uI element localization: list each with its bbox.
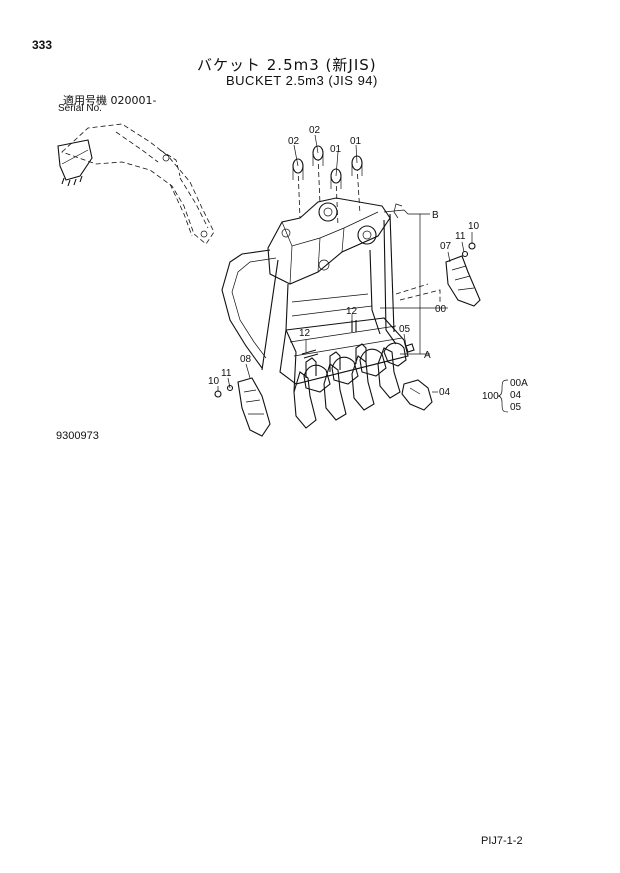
page-code: PIJ7-1-2 bbox=[481, 835, 523, 847]
excavator-thumbnail bbox=[57, 123, 215, 245]
page-title-en: BUCKET 2.5m3 (JIS 94) bbox=[226, 73, 378, 88]
teeth-parts bbox=[293, 342, 433, 429]
callout-10-right: 10 bbox=[468, 221, 480, 232]
callout-00: 00 bbox=[435, 304, 447, 315]
kit-item-04: 04 bbox=[510, 390, 522, 401]
callout-12-left: 12 bbox=[299, 328, 311, 339]
callout-ref-b: B bbox=[432, 210, 439, 221]
callout-01-right: 01 bbox=[350, 136, 362, 147]
callout-02-right: 02 bbox=[309, 125, 321, 136]
callout-08: 08 bbox=[240, 354, 252, 365]
callout-labels: 02 02 01 01 B 10 11 07 00 12 12 05 A 08 … bbox=[208, 125, 528, 413]
bucket-assembly bbox=[221, 197, 409, 393]
callout-01-left: 01 bbox=[330, 144, 342, 155]
callout-ref-a: A bbox=[424, 350, 431, 361]
callout-10-left: 10 bbox=[208, 376, 220, 387]
kit-quantity: 100 bbox=[482, 391, 499, 402]
kit-item-05: 05 bbox=[510, 402, 522, 413]
callout-04: 04 bbox=[439, 387, 451, 398]
kit-item-00a: 00A bbox=[510, 378, 528, 389]
callout-11-right: 11 bbox=[455, 231, 466, 242]
callout-12-top: 12 bbox=[346, 306, 358, 317]
drawing-number: 9300973 bbox=[56, 430, 99, 442]
side-cutter-parts bbox=[214, 242, 481, 437]
serial-label-jp: 適用号機 020001- bbox=[63, 94, 157, 107]
callout-05: 05 bbox=[399, 324, 411, 335]
callout-07: 07 bbox=[440, 241, 452, 252]
serial-label-en: Serial No. bbox=[58, 103, 102, 114]
callout-02-left: 02 bbox=[288, 136, 300, 147]
callout-11-left: 11 bbox=[221, 368, 232, 379]
page-title-jp: バケット 2.5m3 (新JIS) bbox=[197, 56, 377, 74]
leader-lines bbox=[217, 203, 509, 413]
bushing-parts bbox=[292, 134, 363, 227]
page-number: 333 bbox=[32, 38, 53, 52]
